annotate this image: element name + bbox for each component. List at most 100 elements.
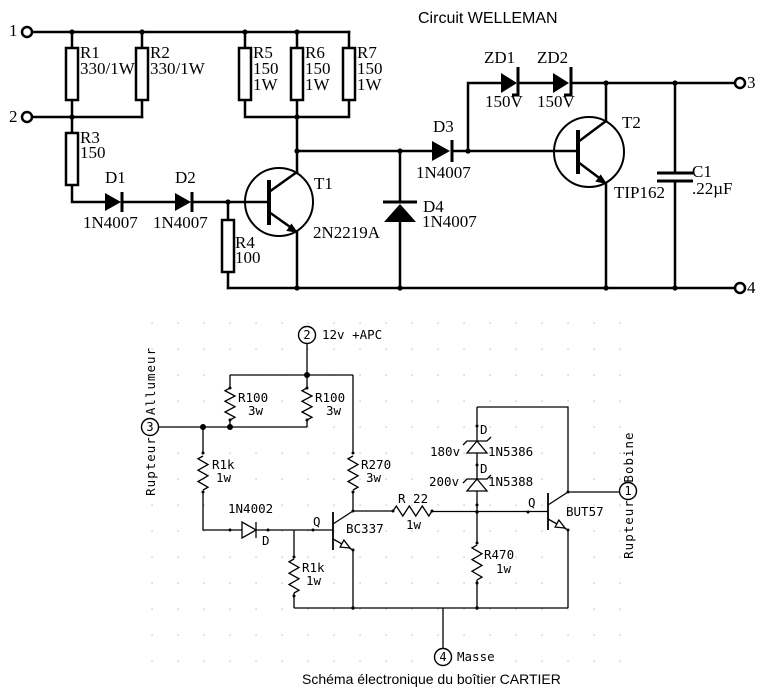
terminal-circle[interactable] <box>733 281 747 295</box>
resistor-r6: R6 150 1W <box>289 43 331 102</box>
component-power: 1w <box>496 561 512 576</box>
component-ref: R7 <box>357 43 377 62</box>
resistor-zigzag <box>346 455 360 491</box>
component-ref: D <box>480 422 488 437</box>
terminal-circle[interactable] <box>20 25 34 39</box>
component-ref: R1k <box>302 560 325 575</box>
component-power: 1W <box>357 75 383 94</box>
junction-dot <box>294 114 300 120</box>
component-part: 1N4002 <box>228 501 273 516</box>
terminal-number: 3 <box>146 420 153 434</box>
terminal-label: Masse <box>457 649 495 664</box>
resistor-body <box>220 218 236 274</box>
junction-dot <box>225 199 231 205</box>
top-terminal-3[interactable]: 3 <box>733 73 756 92</box>
pin-dot <box>566 490 570 494</box>
bottom-terminal-2[interactable]: 2 12v +APC <box>297 325 383 345</box>
bottom-terminal-4[interactable]: 4 Masse <box>433 647 495 667</box>
junction-dot <box>397 285 403 291</box>
wire-zener-feed <box>466 81 503 153</box>
top-terminal-1[interactable]: 1 <box>9 21 34 40</box>
junction-dot <box>672 80 678 86</box>
capacitor-c1: C1 .22µF <box>657 162 733 198</box>
resistor-body <box>64 131 80 187</box>
diode-d3: D3 1N4007 <box>416 117 471 182</box>
terminal-circle[interactable] <box>20 110 34 124</box>
component-ref: D <box>480 461 488 476</box>
bottom-terminal-1[interactable]: 1 Bobine Rupteur <box>618 431 638 559</box>
transistor-emitter <box>576 160 604 182</box>
junction-dot <box>672 285 678 291</box>
top-terminal-2[interactable]: 2 <box>9 107 34 126</box>
transistor-emitter <box>267 210 295 231</box>
diagram-caption: Schéma électronique du boîtier CARTIER <box>302 671 561 687</box>
zener-cathode-bar <box>512 67 520 97</box>
resistor-zigzag <box>470 544 484 581</box>
resistor-r1: R1 330/1W <box>64 43 136 102</box>
component-value: .22µF <box>692 179 733 198</box>
diode-triangle <box>241 520 258 540</box>
component-ref: D1 <box>105 168 126 187</box>
resistor-r270: R270 3w <box>346 455 391 491</box>
top-terminal-4[interactable]: 4 <box>733 278 756 297</box>
component-ref: Q <box>528 495 536 510</box>
component-ref: R6 <box>305 43 325 62</box>
resistor-r1k-bottom: R1k 1w <box>287 558 325 594</box>
junction-dot <box>475 606 479 610</box>
junction-dot <box>139 29 145 35</box>
resistor-r1k-top: R1k 1w <box>196 455 235 491</box>
cartier-circuit: 2 12v +APC 3 Allumeur Rupteur 1 Bobine R… <box>140 321 638 687</box>
wire-bc337-collector <box>332 510 354 525</box>
pin-dot <box>311 528 315 532</box>
terminal-circle[interactable] <box>618 481 638 501</box>
terminal-label: 1 <box>9 21 18 40</box>
pin-dot <box>351 451 355 455</box>
component-part: 1N5388 <box>488 474 533 489</box>
terminal-circle[interactable] <box>297 325 317 345</box>
diode-triangle <box>105 193 121 211</box>
terminal-label-above: Allumeur <box>143 347 158 415</box>
diode-1n4002: 1N4002 D <box>228 501 273 548</box>
component-part: 1N4007 <box>422 212 477 231</box>
zener-triangle <box>465 477 489 492</box>
diode-d2: D2 1N4007 <box>153 168 208 232</box>
component-part: BC337 <box>346 521 384 536</box>
terminal-circle[interactable] <box>733 76 747 90</box>
pin-dot <box>201 451 205 455</box>
transistor-collector <box>267 170 299 194</box>
junction-dot <box>242 29 248 35</box>
bottom-terminal-3[interactable]: 3 Allumeur Rupteur <box>140 347 160 496</box>
wire-zener-top <box>477 406 569 492</box>
terminal-label: 3 <box>747 73 756 92</box>
component-ref: R270 <box>361 457 391 472</box>
junction-dot <box>227 424 233 430</box>
transistor-but57: Q BUT57 <box>528 493 604 530</box>
resistor-zigzag <box>223 387 237 421</box>
welleman-circuit: Circuit WELLEMAN <box>9 10 756 297</box>
component-part: 1N4007 <box>83 213 138 232</box>
component-part: 1N4007 <box>416 163 471 182</box>
junction-dot <box>475 510 479 514</box>
component-ref: D <box>262 533 270 548</box>
transistor-envelope <box>244 167 314 237</box>
terminal-circle[interactable] <box>140 417 160 437</box>
zener-1n5388: D 200v 1N5388 <box>429 461 533 492</box>
resistor-zigzag <box>392 504 433 518</box>
component-ref: R4 <box>235 233 255 252</box>
emitter-arrow-icon <box>339 538 352 549</box>
component-power: 1w <box>306 573 322 588</box>
component-value: 150 <box>305 59 331 78</box>
zener-cathode-bar <box>462 474 492 484</box>
pin-dot <box>228 528 232 532</box>
junction-dot <box>603 285 609 291</box>
component-value: 150 <box>253 59 279 78</box>
component-voltage: 180v <box>430 444 460 459</box>
terminal-circle[interactable] <box>433 647 453 667</box>
zener-triangle <box>501 73 517 93</box>
resistor-body <box>64 46 80 102</box>
wire-r5-r7 <box>243 30 351 119</box>
pin-dot <box>475 503 479 507</box>
capacitor-plates <box>657 171 693 183</box>
transistor-collector <box>576 119 608 144</box>
transistor-t1: T1 2N2219A <box>244 167 381 242</box>
